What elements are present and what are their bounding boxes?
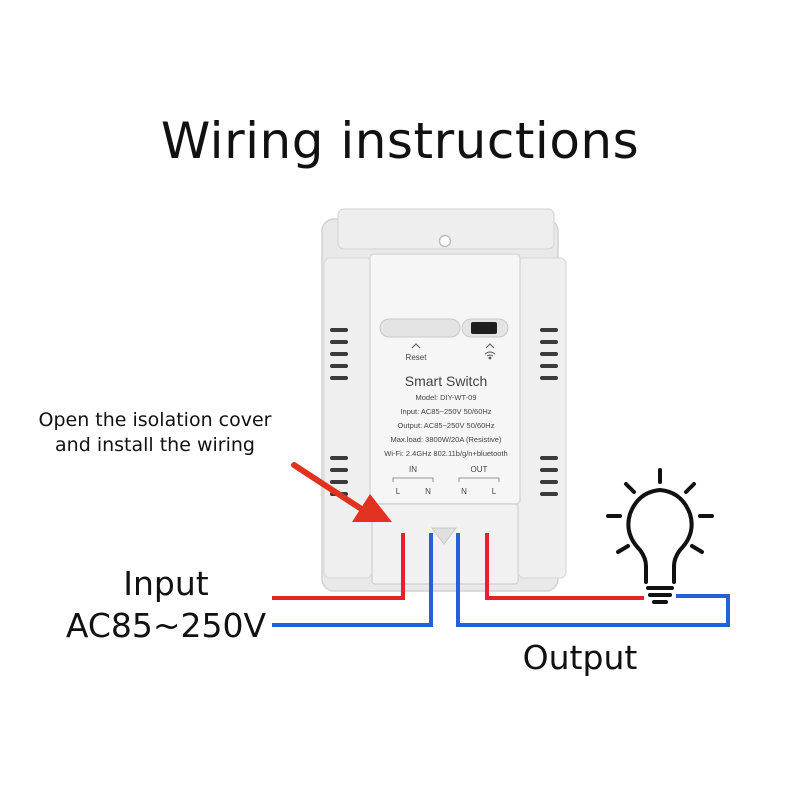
spec-line: Wi-Fi: 2.4GHz 802.11b/g/n+bluetooth <box>384 449 507 458</box>
spec-line: Output: AC85~250V 50/60Hz <box>398 421 495 430</box>
page-title: Wiring instructions <box>160 112 640 170</box>
input-voltage: AC85~250V <box>65 606 267 645</box>
wires <box>272 533 730 627</box>
red-arrow-icon <box>291 462 392 522</box>
reset-chevron-icon <box>411 343 421 349</box>
right-rail <box>517 257 567 579</box>
terminal-in-l: L <box>396 487 401 496</box>
light-bulb-icon <box>606 468 714 604</box>
output-label: Output <box>522 638 638 677</box>
note-line-1: Open the isolation cover <box>38 409 272 431</box>
input-neutral-wire <box>272 533 433 627</box>
left-rail <box>323 257 373 579</box>
wifi-icon <box>484 351 496 360</box>
terminal-brackets <box>392 477 500 482</box>
mount-hole <box>438 234 452 248</box>
device-model: Model: DIY-WT-09 <box>416 393 477 402</box>
note-line-2: and install the wiring <box>55 434 255 456</box>
device-name: Smart Switch <box>405 373 487 389</box>
reset-button[interactable] <box>379 318 461 338</box>
input-live-wire <box>272 533 405 600</box>
cover-latch-icon[interactable] <box>431 527 457 545</box>
spec-line: Input: AC85~250V 50/60Hz <box>400 407 491 416</box>
top-tab <box>337 208 555 250</box>
input-title: Input <box>123 564 209 603</box>
output-neutral-wire <box>456 533 730 627</box>
output-live-wire <box>485 533 644 600</box>
isolation-cover[interactable] <box>371 503 519 585</box>
spec-line: Max.load: 3800W/20A (Resistive) <box>391 435 502 444</box>
led-indicator <box>471 322 497 334</box>
in-label: IN <box>409 465 417 474</box>
smart-switch-device: Reset Smart Switch Model: DIY-WT-09 Inpu… <box>321 208 567 592</box>
input-label: Input AC85~250V <box>56 563 276 647</box>
right-vents <box>540 328 558 496</box>
isolation-cover-note: Open the isolation cover and install the… <box>10 408 300 458</box>
terminal-in-n: N <box>425 487 431 496</box>
reset-label: Reset <box>406 353 428 362</box>
terminal-out-n: N <box>461 487 467 496</box>
wifi-chevron-icon <box>485 343 495 349</box>
out-label: OUT <box>471 465 488 474</box>
terminal-out-l: L <box>492 487 497 496</box>
